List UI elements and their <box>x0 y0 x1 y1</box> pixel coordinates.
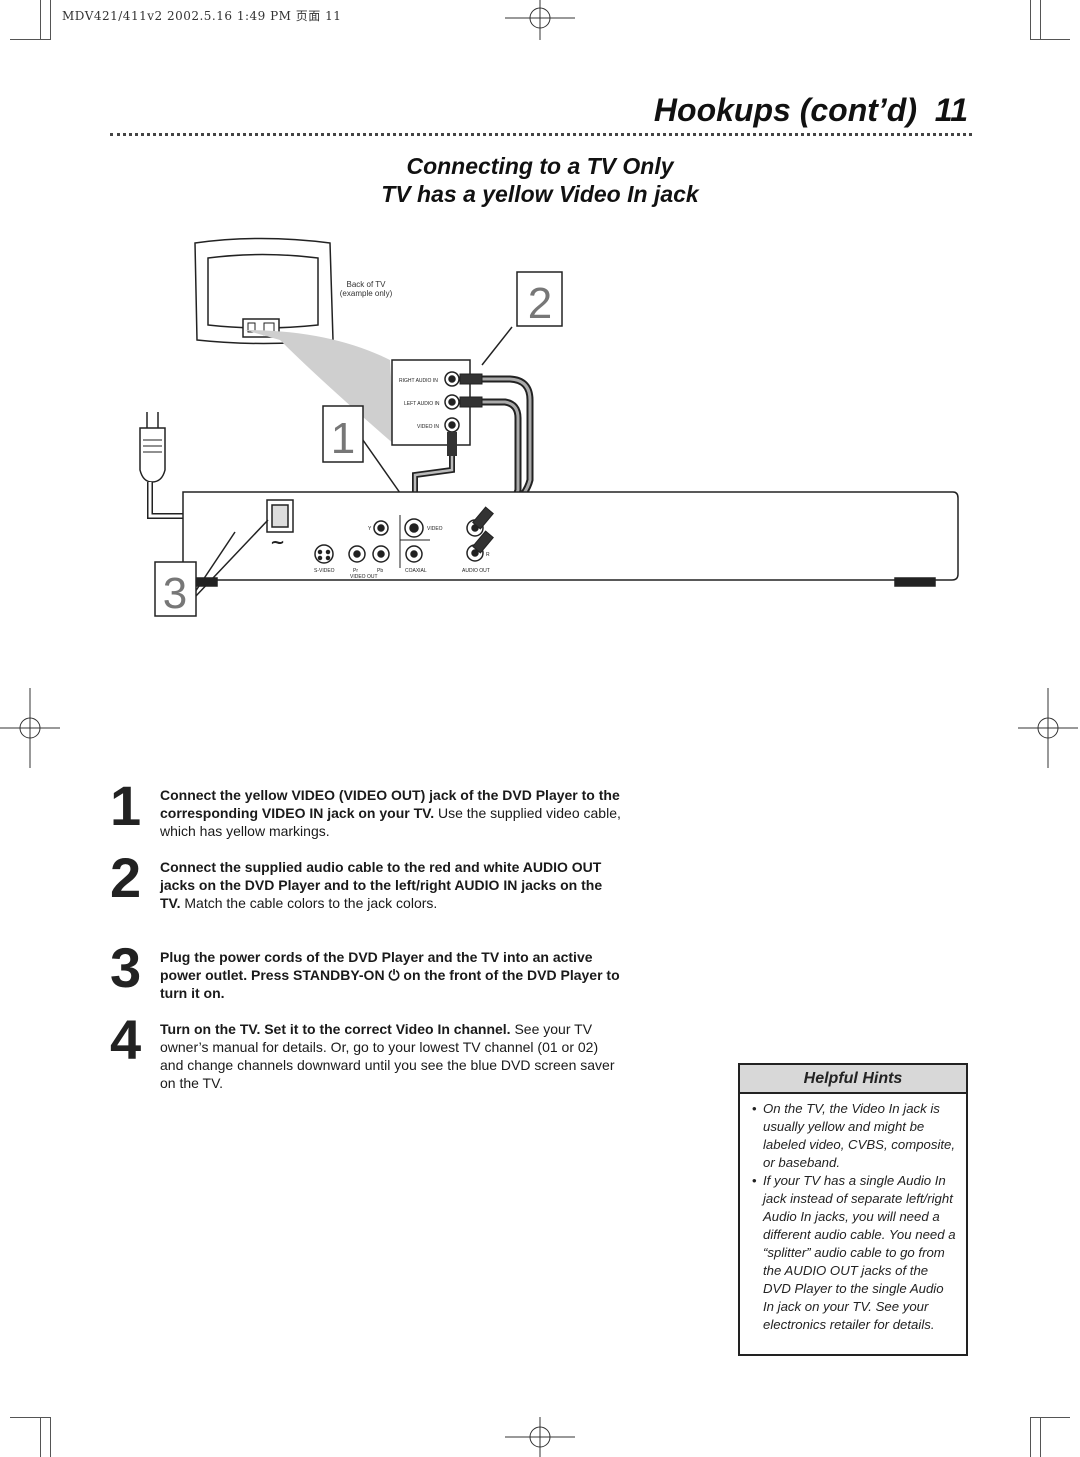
step-number: 2 <box>110 846 142 909</box>
tv-back-illustration <box>194 237 334 360</box>
page-heading-title: Hookups (cont’d) <box>653 92 917 128</box>
callout-1: 1 <box>331 414 355 463</box>
step-number: 4 <box>110 1008 142 1071</box>
helpful-hints-box: Helpful Hints On the TV, the Video In ja… <box>738 1063 968 1356</box>
section-title: Connecting to a TV Only <box>406 153 674 179</box>
callout-boxes <box>154 271 563 617</box>
svg-text:RIGHT AUDIO IN: RIGHT AUDIO IN <box>399 378 438 384</box>
tv-jacks <box>444 371 460 433</box>
hint-item: On the TV, the Video In jack is usually … <box>752 1100 958 1172</box>
audio-plugs <box>472 506 494 554</box>
svg-text:R: R <box>486 552 490 558</box>
svg-text:AUDIO OUT: AUDIO OUT <box>462 568 490 574</box>
svg-text:Pr: Pr <box>353 568 358 574</box>
page-heading: Hookups (cont’d) 11 <box>654 92 968 129</box>
svg-text:Y: Y <box>368 526 372 532</box>
step-text: Plug the power cords of the DVD Player a… <box>160 949 620 1001</box>
svg-text:VIDEO OUT: VIDEO OUT <box>350 574 378 580</box>
svg-text:VIDEO: VIDEO <box>427 526 443 532</box>
helpful-hints-title: Helpful Hints <box>740 1065 966 1094</box>
section-subtitle: TV has a yellow Video In jack <box>381 181 699 207</box>
power-plug <box>139 412 166 483</box>
callout-2: 2 <box>528 279 552 328</box>
svg-text:Pb: Pb <box>377 568 383 574</box>
dvd-player-rear <box>182 491 959 587</box>
hint-item: If your TV has a single Audio In jack in… <box>752 1172 958 1334</box>
svg-text:S-VIDEO: S-VIDEO <box>314 568 335 574</box>
page-number: 11 <box>934 92 968 128</box>
file-header: MDV421/411v2 2002.5.16 1:49 PM 页面 11 <box>62 9 342 23</box>
tv-label-sub: (example only) <box>340 289 393 298</box>
magnify-shade <box>245 330 395 445</box>
svg-text:COAXIAL: COAXIAL <box>405 568 427 574</box>
svg-text:~: ~ <box>270 532 285 553</box>
hookup-diagram: Back of TV (example only) RIGHT AUDIO IN… <box>139 237 959 618</box>
svg-text:LEFT AUDIO IN: LEFT AUDIO IN <box>404 401 440 407</box>
svg-text:VIDEO IN: VIDEO IN <box>417 424 439 430</box>
hints-list: On the TV, the Video In jack is usually … <box>740 1094 966 1334</box>
step-text: Turn on the TV. Set it to the correct Vi… <box>160 1021 615 1091</box>
step-text: Connect the supplied audio cable to the … <box>160 859 603 911</box>
heading-rule <box>110 133 972 136</box>
step-number: 1 <box>110 774 142 837</box>
step-number: 3 <box>110 936 142 999</box>
step-text: Connect the yellow VIDEO (VIDEO OUT) jac… <box>160 787 621 839</box>
tv-label: Back of TV <box>347 280 387 289</box>
callout-3: 3 <box>163 569 187 618</box>
